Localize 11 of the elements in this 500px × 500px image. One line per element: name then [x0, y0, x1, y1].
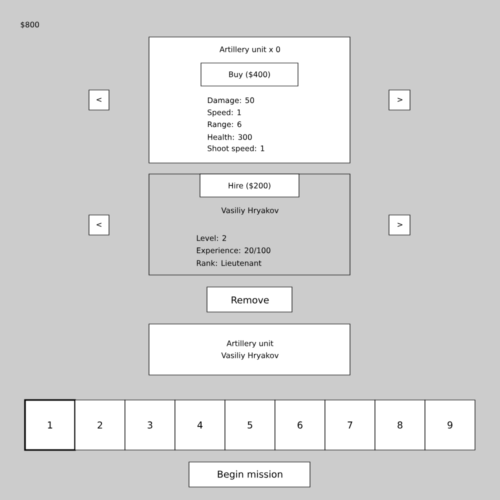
slot-box: 9	[424, 400, 476, 450]
slot-box: 5	[224, 400, 276, 450]
begin-mission-button: Begin mission	[188, 462, 310, 488]
remove-button: Remove	[206, 286, 292, 312]
slot-box: 4	[174, 400, 226, 450]
slot-box: 7	[324, 400, 376, 450]
slot-box: 3	[124, 400, 176, 450]
slot-box: 8	[374, 400, 426, 450]
slot-box: 2	[74, 400, 126, 450]
slot-box: 6	[274, 400, 326, 450]
slot-box: 1	[24, 399, 76, 451]
